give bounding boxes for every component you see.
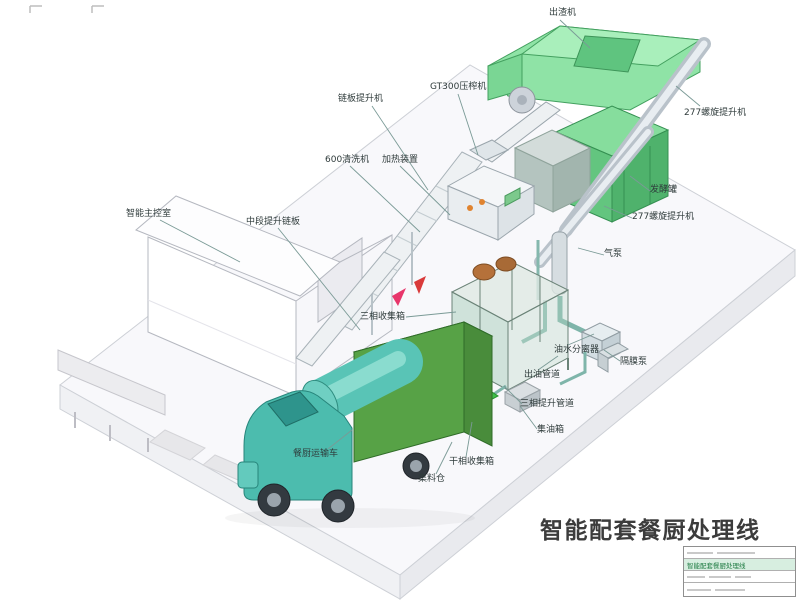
title-block-row (684, 583, 795, 596)
label-slag-discharger: 出渣机 (549, 8, 577, 18)
title-block-text-bar (687, 551, 713, 554)
label-oil-collection-tank: 集油箱 (537, 425, 565, 435)
truck-wheels (257, 452, 430, 523)
title-block-text-bar (687, 588, 711, 591)
label-gt300-press: GT300压榨机 (430, 82, 487, 92)
diagram-title: 智能配套餐厨处理线 (540, 518, 761, 544)
leader-lines (159, 19, 701, 475)
label-chain-plate-elevator: 链板提升机 (338, 94, 384, 104)
title-block-text-bar (715, 588, 745, 591)
title-block-row (684, 571, 795, 583)
oil-water-separator (559, 322, 622, 386)
title-block-text-bar (717, 551, 755, 554)
label-control-room: 智能主控室 (126, 209, 172, 219)
kitchen-waste-truck (225, 321, 494, 528)
title-block: 智能配套餐厨处理线 (683, 546, 796, 597)
chain-plate-conveyor (295, 151, 483, 367)
label-material-hopper: 集料仓 (418, 474, 446, 484)
title-block-text-bar (709, 575, 731, 578)
label-dry-phase-collection-box: 干相收集箱 (449, 457, 495, 467)
label-washer-600: 600清洗机 (325, 155, 370, 165)
label-oil-water-separator: 油水分离器 (554, 345, 600, 355)
label-screw-elevator-277-top: 277螺旋提升机 (684, 108, 747, 118)
gt300-press (446, 139, 536, 241)
diaphragm-pump (596, 342, 630, 373)
label-oil-outlet-pipe: 出油管道 (524, 370, 561, 380)
label-mid-lift-chain-plate: 中段提升链板 (246, 217, 301, 227)
title-block-text-bar (735, 575, 751, 578)
title-block-text-bar (687, 575, 705, 578)
label-three-phase-lift-pipe: 三相提升管道 (520, 399, 575, 409)
label-three-phase-collection-box: 三相收集箱 (360, 312, 406, 322)
label-kitchen-waste-truck: 餐厨运输车 (293, 449, 339, 459)
title-block-project-cell: 智能配套餐厨处理线 (684, 559, 795, 571)
air-pump (521, 231, 588, 352)
label-heating-device: 加热装置 (382, 155, 419, 165)
truck-cab (237, 390, 353, 501)
slag-discharge-machine (487, 25, 702, 114)
sheet-marks (29, 5, 104, 13)
title-block-row (684, 547, 795, 559)
oil-collection-tank (503, 381, 542, 413)
label-screw-elevator-277-mid: 277螺旋提升机 (632, 212, 695, 222)
label-air-pump: 气泵 (604, 249, 623, 259)
label-diaphragm-pump: 隔膜泵 (620, 357, 648, 367)
label-fermentation-tank: 发酵罐 (650, 185, 678, 195)
